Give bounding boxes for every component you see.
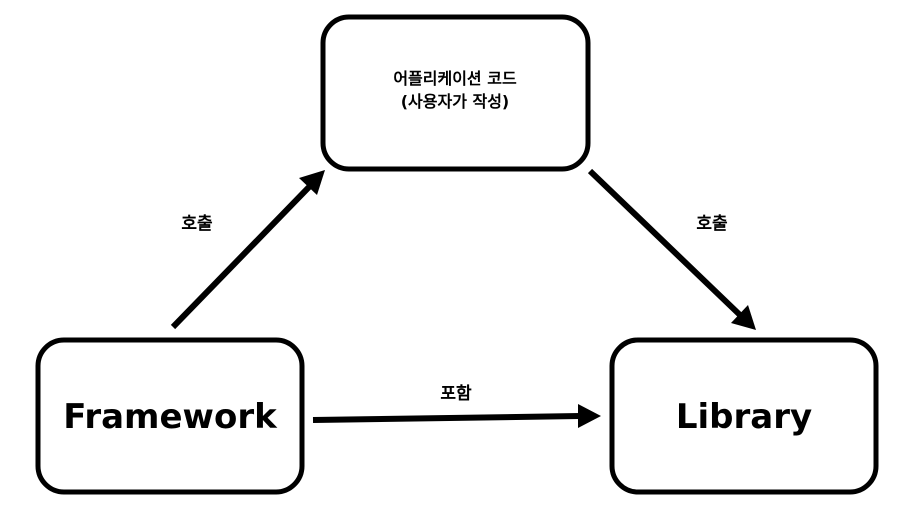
application-node: 어플리케이션 코드 (사용자가 작성) — [320, 14, 591, 172]
application-subtitle: (사용자가 작성) — [401, 92, 510, 111]
arrow-line — [170, 183, 313, 330]
framework-node: Framework — [35, 337, 305, 495]
edge-label-include: 포함 — [440, 383, 472, 404]
arrow-head — [299, 170, 325, 195]
edge-application-to-library: 호출 — [587, 168, 756, 330]
application-box — [320, 14, 591, 172]
edge-label-call-right: 호출 — [696, 214, 728, 234]
arrow-head — [578, 404, 601, 428]
edge-framework-to-library: 포함 — [312, 383, 601, 428]
framework-box — [35, 337, 305, 495]
arrow-head — [731, 305, 756, 330]
framework-label: Framework — [63, 397, 278, 437]
arrow-line — [587, 168, 743, 318]
library-node: Library — [609, 337, 879, 495]
library-box — [609, 337, 879, 495]
library-label: Library — [676, 397, 812, 437]
application-title: 어플리케이션 코드 — [393, 69, 517, 88]
arrow-line — [312, 413, 581, 423]
edge-framework-to-application: 호출 — [170, 170, 325, 330]
edge-label-call-left: 호출 — [181, 214, 213, 234]
